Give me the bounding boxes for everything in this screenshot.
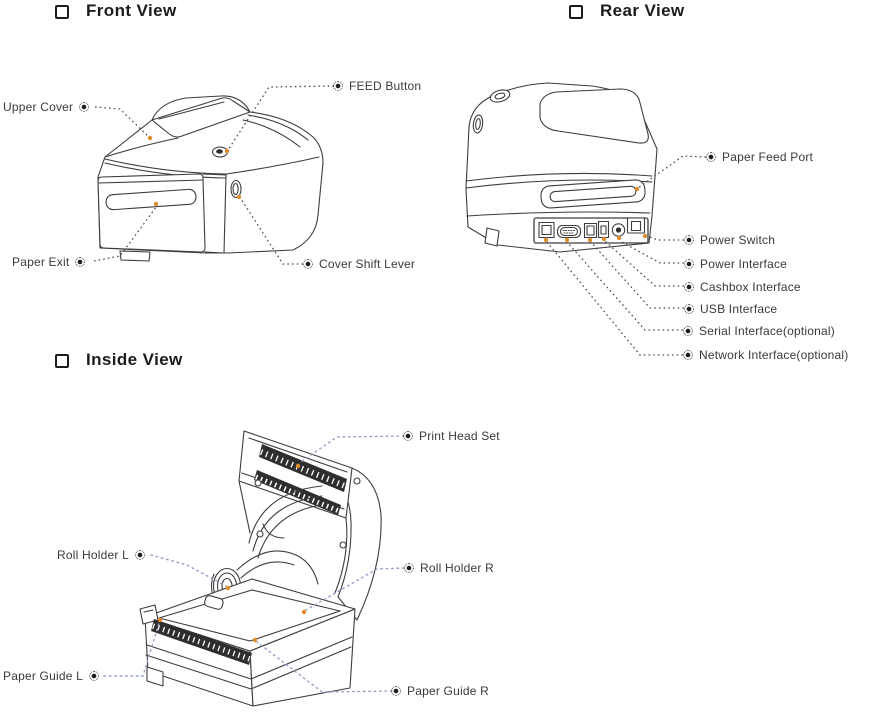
- label-serial-interface: Serial Interface(optional): [683, 324, 835, 338]
- label-print-head-set: Print Head Set: [403, 429, 500, 443]
- power-switch-icon: [626, 217, 646, 234]
- cover-shift-lever-icon: [230, 179, 242, 199]
- label-usb-interface-text: USB Interface: [700, 302, 778, 316]
- leader-dot-icon: [684, 259, 694, 269]
- label-paper-exit: Paper Exit: [12, 255, 86, 269]
- label-usb-interface: USB Interface: [684, 302, 777, 316]
- front-view-title: Front View: [86, 1, 177, 20]
- leader-dot-icon: [404, 563, 414, 573]
- inside-printer-drawing: [139, 430, 382, 707]
- leader-dot-icon: [684, 282, 694, 292]
- leader-usb-interface: [589, 240, 684, 309]
- label-cashbox-interface: Cashbox Interface: [684, 280, 801, 294]
- label-roll-holder-l-text: Roll Holder L: [57, 548, 129, 562]
- inside-view-title: Inside View: [86, 350, 183, 369]
- label-serial-interface-text: Serial Interface(optional): [699, 324, 835, 338]
- print-head-icon: [254, 444, 347, 515]
- label-upper-cover: Upper Cover: [3, 100, 90, 114]
- inside-view-heading: Inside View: [55, 350, 183, 370]
- leader-cashbox-interface: [604, 240, 684, 287]
- latch-tab-icon: [204, 595, 224, 610]
- label-paper-feed-port-text: Paper Feed Port: [722, 150, 814, 164]
- rear-view-heading: Rear View: [569, 1, 685, 21]
- label-paper-exit-text: Paper Exit: [12, 255, 70, 269]
- label-paper-guide-r: Paper Guide R: [391, 684, 489, 698]
- leader-dot-icon: [683, 350, 693, 360]
- leader-network-interface: [546, 241, 683, 356]
- leader-print-head-set: [300, 435, 405, 463]
- usb-port-icon: [583, 222, 598, 239]
- label-roll-holder-r: Roll Holder R: [404, 561, 494, 575]
- label-paper-guide-l-text: Paper Guide L: [3, 669, 83, 683]
- leader-upper-cover: [94, 106, 150, 138]
- leader-dot-icon: [134, 550, 145, 560]
- leader-cover-shift-lever: [240, 198, 303, 265]
- label-power-interface: Power Interface: [684, 257, 787, 271]
- leader-dot-icon: [75, 257, 86, 267]
- square-bullet-icon: [569, 4, 583, 19]
- leader-roll-holder-l: [150, 554, 227, 587]
- label-feed-button: FEED Button: [333, 79, 421, 93]
- rear-printer-drawing: [465, 82, 658, 253]
- front-printer-drawing: [97, 95, 324, 262]
- leader-power-interface: [619, 240, 684, 264]
- leader-lines-inside: [103, 435, 405, 693]
- label-power-switch-text: Power Switch: [700, 233, 776, 247]
- leader-dot-icon: [79, 102, 90, 112]
- network-port-icon: [538, 221, 555, 239]
- label-power-switch: Power Switch: [684, 233, 775, 247]
- label-network-interface: Network Interface(optional): [683, 348, 848, 362]
- leader-paper-guide-r: [256, 641, 393, 693]
- label-print-head-set-text: Print Head Set: [419, 429, 500, 443]
- leader-dot-icon: [403, 431, 413, 441]
- square-bullet-icon: [55, 353, 69, 368]
- label-power-interface-text: Power Interface: [700, 257, 788, 271]
- front-view-heading: Front View: [55, 1, 177, 21]
- label-upper-cover-text: Upper Cover: [3, 100, 74, 114]
- screw-icons: [254, 477, 361, 549]
- paper-guide-rail-icon: [151, 619, 252, 665]
- power-jack-icon: [611, 223, 626, 237]
- leader-roll-holder-r: [305, 567, 405, 611]
- paper-feed-port-icon: [540, 179, 646, 209]
- leader-dot-icon: [89, 671, 99, 681]
- leader-paper-guide-l: [103, 622, 160, 677]
- leader-serial-interface: [566, 241, 683, 331]
- leader-lines-front-rear: [93, 85, 707, 356]
- label-roll-holder-r-text: Roll Holder R: [420, 561, 494, 575]
- connection-dots: [147, 135, 648, 643]
- label-roll-holder-l: Roll Holder L: [57, 548, 145, 562]
- label-network-interface-text: Network Interface(optional): [699, 348, 849, 362]
- leader-dot-icon: [683, 326, 693, 336]
- label-cover-shift-lever-text: Cover Shift Lever: [319, 257, 416, 271]
- leader-dot-icon: [706, 152, 716, 162]
- serial-port-icon: [556, 224, 582, 239]
- label-paper-guide-r-text: Paper Guide R: [407, 684, 489, 698]
- label-cover-shift-lever: Cover Shift Lever: [303, 257, 415, 271]
- label-paper-guide-l: Paper Guide L: [3, 669, 99, 683]
- label-feed-button-text: FEED Button: [349, 79, 422, 93]
- leader-dot-icon: [684, 304, 694, 314]
- label-paper-feed-port: Paper Feed Port: [706, 150, 813, 164]
- leader-dot-icon: [391, 686, 401, 696]
- rear-view-title: Rear View: [600, 1, 685, 20]
- leader-dot-icon: [333, 81, 343, 91]
- leader-dot-icon: [303, 259, 313, 269]
- square-bullet-icon: [55, 4, 69, 19]
- leader-dot-icon: [684, 235, 694, 245]
- label-cashbox-interface-text: Cashbox Interface: [700, 280, 801, 294]
